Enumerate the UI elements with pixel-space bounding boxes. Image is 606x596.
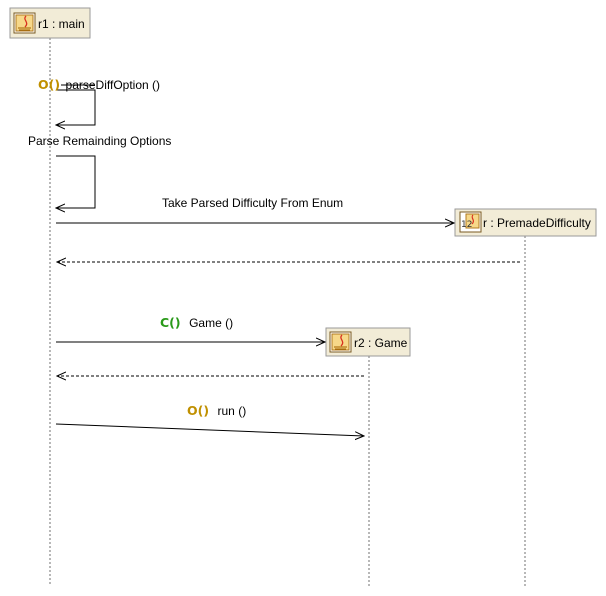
operation-prefix: O() <box>187 403 209 418</box>
message-parse-diff-option[interactable]: O() parseDiffOption () <box>38 76 160 125</box>
self-call-arrow <box>56 155 96 208</box>
participant-label: r : PremadeDifficulty <box>483 216 591 230</box>
participant-label: r1 : main <box>38 17 85 31</box>
svg-text:12: 12 <box>461 220 472 230</box>
participant-r[interactable]: 12 r : PremadeDifficulty <box>454 208 597 237</box>
java-class-icon <box>13 12 36 34</box>
message-text: Game () <box>189 316 233 330</box>
message-run[interactable]: O() run () <box>55 402 364 436</box>
constructor-prefix: C() <box>160 315 181 330</box>
message-label: Take Parsed Difficulty From Enum <box>162 196 343 210</box>
java-class-icon <box>329 331 352 353</box>
message-take-parsed-difficulty[interactable]: Take Parsed Difficulty From Enum <box>56 196 454 223</box>
self-call-arrow <box>56 89 96 125</box>
message-text: run () <box>218 404 247 418</box>
enum-icon: 12 <box>459 211 482 233</box>
call-arrow <box>55 423 364 436</box>
participant-label: r2 : Game <box>354 336 408 350</box>
message-label: O() run () <box>187 402 246 419</box>
message-text: parseDiffOption () <box>66 78 160 92</box>
message-label: Parse Remainding Options <box>28 134 171 148</box>
message-label: O() parseDiffOption () <box>38 76 160 93</box>
participant-r2[interactable]: r2 : Game <box>325 327 411 357</box>
participant-r1[interactable]: r1 : main <box>9 7 91 39</box>
operation-prefix: O() <box>38 77 60 92</box>
message-parse-remainding-options[interactable]: Parse Remainding Options <box>28 134 171 208</box>
message-create-game[interactable]: C() Game () <box>56 314 325 342</box>
message-label: C() Game () <box>160 314 233 331</box>
